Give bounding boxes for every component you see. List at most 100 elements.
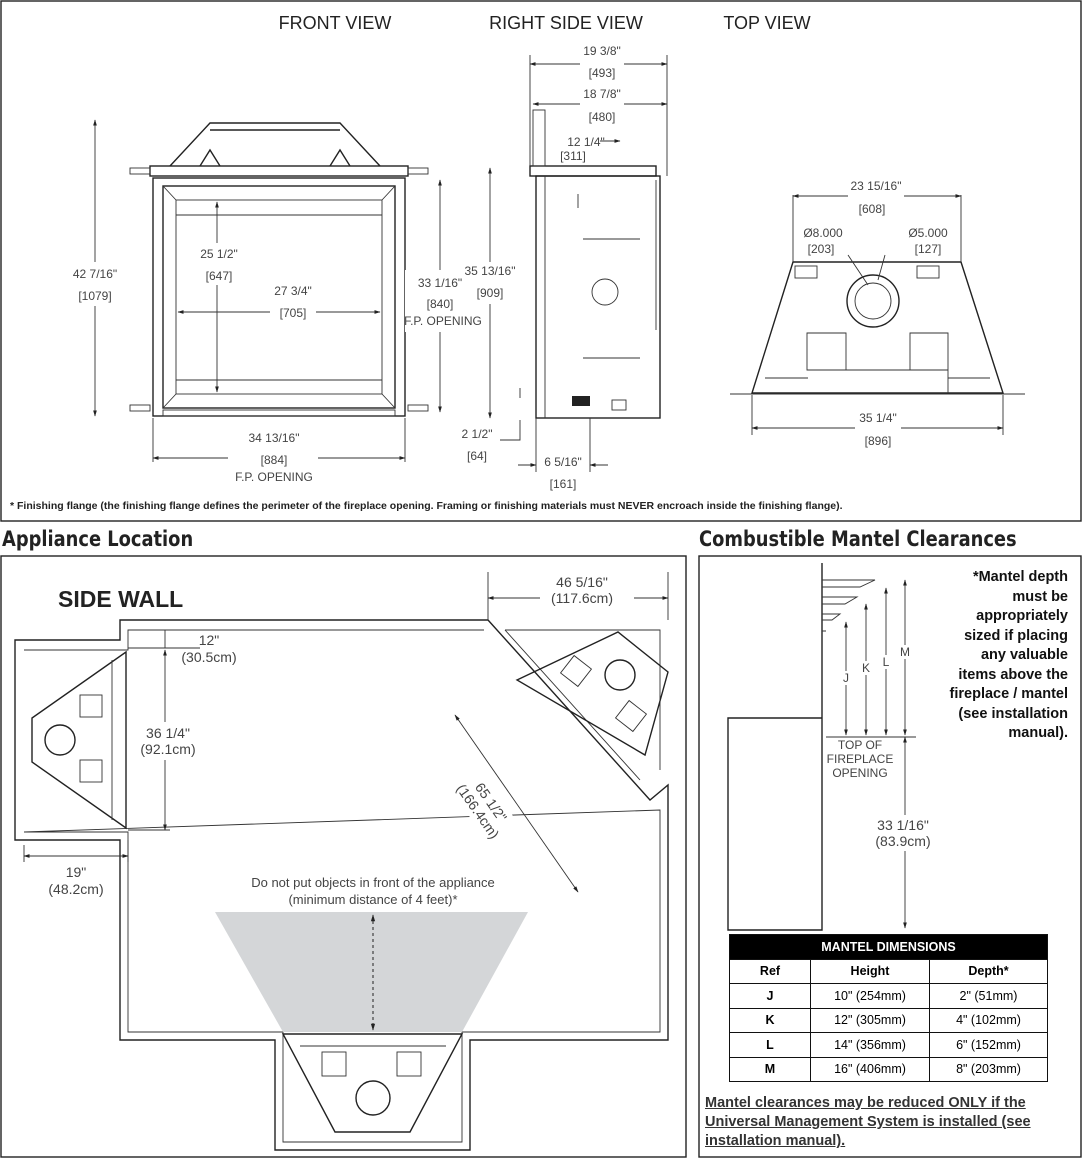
fp-height-mm: [840]: [427, 297, 454, 311]
ref-m-label: M: [900, 645, 910, 659]
front-width-dim: 35 1/4": [859, 411, 897, 425]
height-cell: 14" (356mm): [810, 1032, 930, 1058]
finishing-flange-footnote: * Finishing flange (the finishing flange…: [10, 500, 843, 512]
top-of-opening-label: OPENING: [832, 766, 887, 780]
ref-l-label: L: [883, 655, 890, 669]
right-side-view-drawing: [529, 109, 661, 419]
vent-offset-dim: 12 1/4": [567, 135, 605, 149]
note-line: items above the: [958, 666, 1068, 683]
note-line: fireplace / mantel: [949, 686, 1068, 702]
top-of-opening-label: TOP OF: [838, 738, 882, 752]
vent-outer-dim: Ø8.000: [803, 226, 843, 240]
dim-46in: 46 5/16": [556, 574, 608, 590]
front-dimensions: 42 7/16" [1079] 25 1/2" [647] 27 3/4" [7…: [70, 119, 485, 486]
ref-cell: K: [729, 1007, 811, 1033]
left-fireplace-unit: [31, 650, 127, 830]
front-view-drawing: [129, 122, 429, 417]
dim-36in: 36 1/4": [146, 725, 190, 741]
column-header-depth: Depth*: [929, 958, 1048, 984]
front-view-title: FRONT VIEW: [279, 13, 392, 33]
ref-cell: M: [729, 1056, 811, 1082]
clearance-zone: [215, 912, 528, 1032]
column-header-height: Height: [810, 958, 930, 984]
dim-46in-cm: (117.6cm): [551, 590, 613, 606]
vent-inner-dim: Ø5.000: [908, 226, 948, 240]
vent-outer-mm: [203]: [808, 242, 835, 256]
fp-width-label: F.P. OPENING: [235, 470, 313, 484]
base-mm: [64]: [467, 449, 487, 463]
top-view-title: TOP VIEW: [723, 13, 810, 33]
ref-j-label: J: [843, 671, 849, 685]
mantel-clearances-heading: Combustible Mantel Clearances: [699, 527, 1017, 551]
ref-k-label: K: [862, 661, 870, 675]
dim-36in-cm: (92.1cm): [140, 741, 195, 757]
vent-offset-mm: [311]: [560, 149, 586, 163]
dim-19in-cm: (48.2cm): [48, 881, 103, 897]
opening-height-mm: [647]: [206, 269, 233, 283]
opening-height-dim: 25 1/2": [200, 247, 238, 261]
side-dimensions: 19 3/8" [493] 18 7/8" [480] 12 1/4" [311…: [462, 42, 668, 491]
front-offset-mm: [161]: [550, 477, 577, 491]
side-height-dim: 35 13/16": [465, 264, 516, 278]
mantel-height-dim: 33 1/16": [877, 817, 929, 833]
overall-height-mm: [1079]: [78, 289, 111, 303]
room-floorplan: [14, 619, 669, 1151]
note-line: (see installation: [958, 705, 1068, 722]
height-cell: 16" (406mm): [810, 1056, 930, 1082]
front-width-mm: [896]: [865, 434, 892, 448]
mantel-depth-note: *Mantel depth must be appropriately size…: [920, 568, 1068, 744]
front-fireplace-unit: [281, 1033, 464, 1133]
vent-inner-mm: [127]: [915, 242, 942, 256]
depth-cell: 6" (152mm): [929, 1032, 1048, 1058]
top-of-opening-label: FIREPLACE: [827, 752, 894, 766]
note-line: *Mantel depth: [972, 569, 1068, 585]
corner-fireplace-unit: [515, 631, 669, 757]
mantel-clearance-footer: Mantel clearances may be reduced ONLY if…: [705, 1095, 1031, 1149]
overall-height-dim: 42 7/16": [73, 267, 117, 281]
depth-cell: 4" (102mm): [929, 1007, 1048, 1033]
opening-width-dim: 27 3/4": [274, 284, 312, 298]
note-line: appropriately: [976, 608, 1068, 624]
location-panel-border: [0, 555, 687, 1158]
opening-width-mm: [705]: [280, 306, 307, 320]
ref-cell: J: [729, 983, 811, 1009]
appliance-location-heading: Appliance Location: [2, 527, 194, 551]
side-wall-label: SIDE WALL: [58, 586, 183, 612]
depth-body-mm: [480]: [589, 110, 616, 124]
clearance-warning-distance: (minimum distance of 4 feet)*: [288, 892, 457, 907]
fp-width-mm: [884]: [261, 453, 288, 467]
top-view-drawing: [730, 261, 1025, 395]
depth-cell: 8" (203mm): [929, 1056, 1048, 1082]
base-dim: 2 1/2": [462, 427, 493, 441]
note-line: manual).: [1008, 725, 1068, 741]
fp-height-dim: 33 1/16": [418, 276, 462, 290]
specs-panel-border: [0, 0, 1082, 522]
fp-height-label: F.P. OPENING: [404, 314, 482, 328]
location-dimensions: 12" (30.5cm) 36 1/4" (92.1cm) 19" (48.2c…: [23, 572, 669, 907]
height-cell: 12" (305mm): [810, 1007, 930, 1033]
depth-body-dim: 18 7/8": [583, 87, 621, 101]
side-height-mm: [909]: [477, 286, 504, 300]
dim-12in-cm: (30.5cm): [181, 649, 236, 665]
right-side-view-title: RIGHT SIDE VIEW: [489, 13, 643, 33]
depth-total-mm: [493]: [589, 66, 616, 80]
dim-19in: 19": [66, 864, 87, 880]
mantel-height-cm: (83.9cm): [875, 833, 930, 849]
column-header-ref: Ref: [729, 958, 811, 984]
note-line: any valuable: [980, 647, 1068, 663]
dim-12in: 12": [199, 632, 220, 648]
depth-cell: 2" (51mm): [929, 983, 1048, 1009]
table-title: MANTEL DIMENSIONS: [729, 934, 1048, 960]
height-cell: 10" (254mm): [810, 983, 930, 1009]
back-width-dim: 23 15/16": [851, 179, 902, 193]
top-dimensions: 23 15/16" [608] Ø8.000 [203] Ø5.000 [127…: [751, 176, 1004, 450]
mantel-drawing: J K L M TOP OF FIREPLACE OPENING 33 1/16…: [727, 563, 938, 931]
mantel-panel-border: [698, 555, 1082, 1158]
depth-total-dim: 19 3/8": [583, 44, 621, 58]
